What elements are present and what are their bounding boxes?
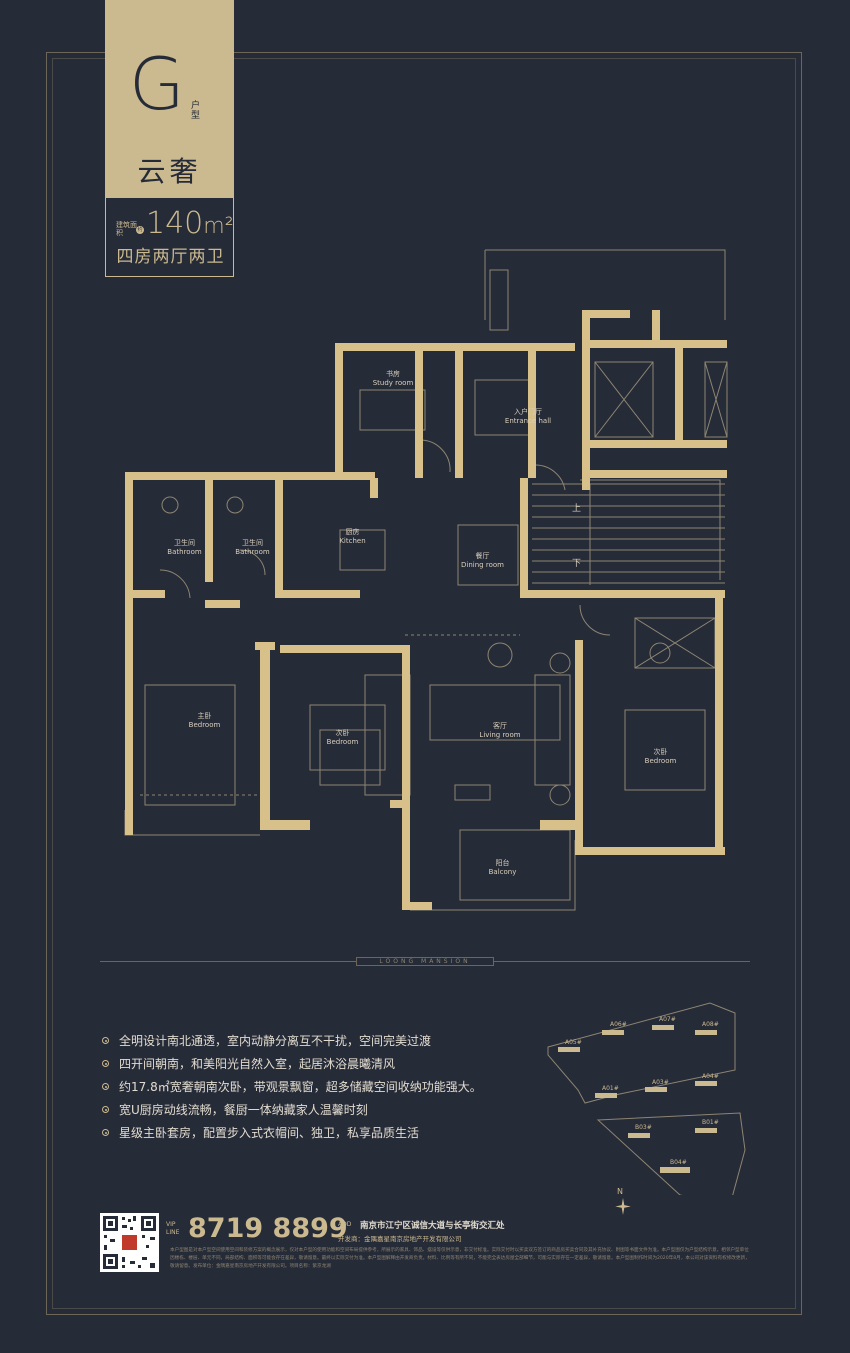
building-label: A06# [610, 1021, 627, 1028]
room-study-cn: 书房 [386, 370, 400, 378]
inner-frame [52, 58, 796, 1309]
compass-icon [615, 1198, 631, 1215]
building-label: B04# [670, 1159, 687, 1166]
feature-item: 全明设计南北通透，室内动静分离互不干扰，空间完美过渡 [102, 1033, 482, 1056]
building-b03-mark [628, 1133, 650, 1138]
room-master-bedroom-cn: 主卧 [197, 712, 212, 720]
room-second-bedroom-cn: 次卧 [335, 729, 350, 737]
bullet-icon [102, 1083, 109, 1090]
unit-letter-sub: 户型 [191, 101, 201, 121]
building-label: A05# [565, 1039, 582, 1046]
room-third-bedroom-cn: 次卧 [653, 748, 668, 756]
building-b01-mark [695, 1128, 717, 1133]
room-master-bedroom-en: Bedroom [188, 721, 221, 729]
room-second-bedroom-en: Bedroom [326, 738, 359, 746]
address-text: 南京市江宁区诚信大道与长亭街交汇处 [360, 1221, 505, 1231]
building-a08-mark [695, 1030, 717, 1035]
room-balcony-en: Balcony [488, 868, 517, 876]
bullet-icon [102, 1129, 109, 1136]
bullet-icon [102, 1037, 109, 1044]
feature-item: 约17.8㎡宽奢朝南次卧，带观景飘窗，超多储藏空间收纳功能强大。 [102, 1079, 482, 1102]
building-label: A03# [652, 1079, 669, 1086]
area-value-wrap: 140m² [146, 206, 234, 241]
room-entrance-cn: 入户门厅 [514, 408, 542, 416]
room-entrance-en: Entrance hall [504, 417, 552, 425]
feature-list: 全明设计南北通透，室内动静分离互不干扰，空间完美过渡 四开间朝南，和美阳光自然入… [102, 1033, 482, 1148]
feature-text: 约17.8㎡宽奢朝南次卧，带观景飘窗，超多储藏空间收纳功能强大。 [119, 1080, 482, 1094]
site-map: A06# A07# A08# A05# A01# A03# A04# B03# … [540, 995, 755, 1206]
stair-up-label: 上 [572, 504, 582, 514]
building-label: A01# [602, 1085, 619, 1092]
phone-number[interactable]: 8719 8899 [188, 1213, 348, 1244]
area-label: 建筑面积 [116, 221, 137, 237]
building-label: B01# [702, 1119, 719, 1126]
feature-item: 宽U厨房动线流畅，餐厨一体纳藏家人温馨时刻 [102, 1102, 482, 1125]
room-count: 四房两厅两卫 [116, 247, 225, 267]
outer-frame [46, 52, 802, 1315]
floor-plan-drawing [124, 249, 728, 911]
feature-item: 星级主卧套房，配置步入式衣帽间、独卫，私享品质生活 [102, 1125, 482, 1148]
area-value: 140 [146, 206, 204, 241]
feature-text: 全明设计南北通透，室内动静分离互不干扰，空间完美过渡 [119, 1034, 432, 1048]
feature-text: 四开间朝南，和美阳光自然入室，起居沐浴晨曦清风 [119, 1057, 396, 1071]
building-label: A08# [702, 1021, 719, 1028]
room-third-bedroom-en: Bedroom [644, 757, 677, 765]
room-bathroom-1-en: Bathroom [167, 548, 202, 556]
room-bathroom-1-cn: 卫生间 [174, 539, 195, 547]
building-label: A04# [702, 1073, 719, 1080]
feature-item: 四开间朝南，和美阳光自然入室，起居沐浴晨曦清风 [102, 1056, 482, 1079]
unit-letter: G [129, 42, 185, 126]
address-label: ADD [338, 1221, 352, 1228]
building-a06-mark [602, 1030, 624, 1035]
room-living-en: Living room [479, 731, 521, 739]
unit-title-box: G 户型 云奢 [105, 0, 234, 198]
building-b04-mark [660, 1167, 690, 1173]
stair-down-label: 下 [572, 559, 582, 569]
room-kitchen-en: Kitchen [339, 537, 366, 545]
room-dining-en: Dining room [461, 561, 504, 569]
disclaimer-text: 本户型图是对本户型空间使用空间和装修方案的概念展示，仅对本户型的使用功能和空间布… [170, 1248, 750, 1269]
building-label: A07# [659, 1016, 676, 1023]
developer-text: 开发商：金隅嘉星南京房地产开发有限公司 [338, 1235, 462, 1243]
building-a07-mark [652, 1025, 674, 1030]
room-bathroom-2-cn: 卫生间 [242, 539, 263, 547]
building-a05-mark [558, 1047, 580, 1052]
vip-line-label: VIP LINE [166, 1221, 180, 1236]
brand-line: LOONG MANSION [356, 957, 494, 966]
feature-text: 星级主卧套房，配置步入式衣帽间、独卫，私享品质生活 [119, 1126, 420, 1140]
building-label: B03# [635, 1124, 652, 1131]
area-unit: m² [203, 214, 234, 239]
feature-text: 宽U厨房动线流畅，餐厨一体纳藏家人温馨时刻 [119, 1103, 368, 1117]
room-dining-cn: 餐厅 [475, 552, 490, 560]
room-bathroom-2-en: Bathroom [235, 548, 270, 556]
room-balcony-cn: 阳台 [495, 859, 510, 867]
north-label: N [617, 1187, 623, 1196]
building-a04-mark [695, 1081, 717, 1086]
room-kitchen-cn: 厨房 [345, 528, 360, 536]
unit-name: 云奢 [137, 155, 202, 188]
area-mark: 约 [136, 226, 144, 234]
bullet-icon [102, 1060, 109, 1067]
site-map-drawing: A06# A07# A08# A05# A01# A03# A04# B03# … [547, 1002, 746, 1206]
area-box: 建筑面积 约 140m² 四房两厅两卫 [105, 198, 234, 277]
building-a03-mark [645, 1087, 667, 1092]
room-study-en: Study room [372, 379, 414, 387]
building-a01-mark [595, 1093, 617, 1098]
qr-code-icon [100, 1213, 159, 1272]
bullet-icon [102, 1106, 109, 1113]
room-living-cn: 客厅 [493, 722, 507, 730]
